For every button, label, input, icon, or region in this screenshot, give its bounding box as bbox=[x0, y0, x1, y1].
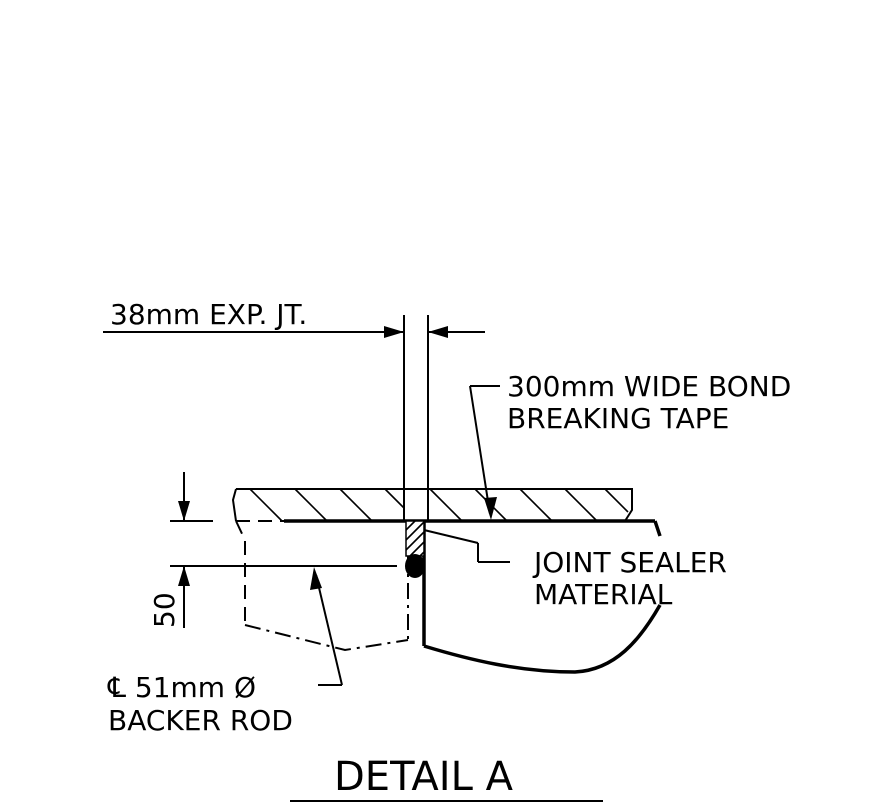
backer-rod bbox=[405, 554, 425, 578]
sealer-label-line2: MATERIAL bbox=[534, 578, 673, 611]
sealer-leader bbox=[423, 529, 510, 563]
backer-rod-leader bbox=[310, 567, 343, 686]
top-slab bbox=[231, 488, 633, 522]
joint-sealer bbox=[405, 520, 425, 557]
expansion-joint-dimension bbox=[103, 326, 485, 338]
expansion-joint-label: 38mm EXP. JT. bbox=[110, 298, 307, 331]
tape-leader bbox=[469, 385, 500, 520]
bond-breaking-tape bbox=[284, 519, 662, 537]
slab-hatching bbox=[249, 488, 629, 522]
expansion-joint-lines bbox=[403, 315, 429, 521]
backer-rod-label-line2: BACKER ROD bbox=[108, 704, 293, 737]
sealer-label-line1: JOINT SEALER bbox=[532, 546, 727, 579]
left-slab bbox=[235, 520, 409, 652]
depth-dimension-label: 50 bbox=[148, 592, 181, 628]
backer-rod-label-line1: ℄ 51mm Ø bbox=[107, 671, 256, 704]
tape-label-line1: 300mm WIDE BOND bbox=[507, 370, 791, 403]
detail-title: DETAIL A bbox=[334, 754, 514, 800]
tape-label-line2: BREAKING TAPE bbox=[507, 402, 729, 435]
depth-dimension bbox=[170, 472, 397, 628]
